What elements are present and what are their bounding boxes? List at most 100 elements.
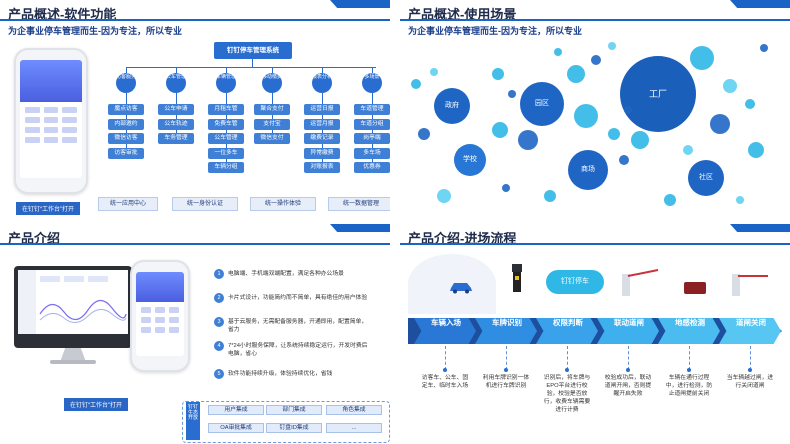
- panel-title: 产品概述-使用场景: [408, 7, 517, 22]
- title-underline: [400, 19, 790, 21]
- decor-bubble: [508, 90, 516, 98]
- title-underline: [400, 243, 790, 245]
- flow-step: 联动道闸: [597, 318, 659, 344]
- connector: [126, 67, 127, 73]
- function-item: 聚合支付: [254, 104, 290, 115]
- scenario-bubble: 商场: [568, 150, 608, 190]
- decor-bubble: [736, 196, 744, 204]
- function-item: 多车场: [354, 147, 390, 159]
- decor-bubble: [437, 189, 451, 203]
- integration-item: 角色集成: [326, 405, 382, 415]
- scenario-bubble: 社区: [688, 160, 724, 196]
- connector: [176, 93, 177, 143]
- integration-item: ...: [326, 423, 382, 433]
- feature-number: 4: [214, 341, 224, 351]
- feature-row: 4 7*24小时服务保障，让系统持续稳定运行，开发时费后电脑，省心: [214, 341, 368, 358]
- connector: [372, 93, 373, 171]
- flow-desc: 校验成功后，联动道闸开闸，否则提醒开启失败: [604, 375, 652, 397]
- decor-bubble: [710, 114, 730, 134]
- integration-item: OA审批集成: [208, 423, 264, 433]
- system-root-box: 钉钉停车管理系统: [214, 42, 292, 59]
- panel-title: 产品概述-软件功能: [8, 7, 117, 22]
- decor-bubble: [745, 99, 755, 109]
- function-item: 魔点访客: [108, 104, 144, 115]
- decor-bubble: [760, 44, 768, 52]
- decor-bubble: [664, 194, 676, 206]
- cloud-badge: 钉钉停车: [546, 270, 604, 294]
- function-item: 车辆分组: [208, 162, 244, 173]
- phone-caption: 在钉钉“工作台”打开: [64, 398, 128, 411]
- function-item: 车道分组: [354, 118, 390, 130]
- decor-bubble: [554, 48, 562, 56]
- decor-bubble: [518, 130, 538, 150]
- function-item: 缴费记录: [304, 133, 340, 144]
- function-item: 优惠券: [354, 162, 390, 173]
- connector: [226, 93, 227, 171]
- panel-subtitle: 为企事业停车管理而生-因为专注，所以专业: [8, 26, 182, 36]
- unified-item: 统一应用中心: [98, 197, 158, 211]
- desktop-monitor: [14, 266, 132, 364]
- flow-dot: [687, 368, 691, 372]
- phone-caption: 在钉钉“工作台”打开: [16, 202, 80, 215]
- corner-accent: [330, 0, 390, 8]
- decor-bubble: [492, 68, 504, 80]
- flow-dash: [567, 346, 568, 370]
- flow-step: 车辆入场: [414, 318, 476, 344]
- function-item: 对账报表: [304, 162, 340, 173]
- function-item: 微信支付: [254, 133, 290, 144]
- feature-number: 5: [214, 369, 224, 379]
- flow-desc: 当车辆越过闸，进行关闭道闸: [726, 375, 774, 389]
- category-circle: 移动缴费: [262, 73, 282, 93]
- flow-desc: 利用车牌识别一体机进行车牌识别: [482, 375, 530, 389]
- ground-sensor-icon: [684, 282, 706, 294]
- flow-desc: 识别后，将车牌与EPO平台进行校验，校验是否放行，收费车辆需要进行计费: [543, 375, 591, 413]
- flow-dash: [628, 346, 629, 370]
- decor-bubble: [502, 184, 510, 192]
- function-item: 运营月报: [304, 118, 340, 130]
- phone-mockup: [14, 48, 88, 194]
- function-item: 异常缴费: [304, 147, 340, 159]
- decor-bubble: [619, 155, 629, 165]
- function-item: 运营日报: [304, 104, 340, 115]
- flow-dot: [748, 368, 752, 372]
- camera-icon: [512, 264, 522, 292]
- feature-text: 软件功能持续升级，体验持续优化，省钱: [228, 371, 333, 377]
- feature-text: 卡片式设计，功能简约而不简单，具有绝佳的用户体验: [228, 295, 368, 301]
- feature-row: 5 软件功能持续升级，体验持续优化，省钱: [214, 369, 368, 379]
- panel-usage-scenarios: 产品概述-使用场景 为企事业停车管理而生-因为专注，所以专业 政府园区工厂学校商…: [400, 0, 790, 219]
- flow-dot: [626, 368, 630, 372]
- function-item: 一位多车: [208, 147, 244, 159]
- decor-bubble: [492, 122, 508, 138]
- panel-title: 产品介绍-进场流程: [408, 231, 517, 246]
- feature-number: 3: [214, 317, 224, 327]
- flow-step: 道闸关闭: [719, 318, 781, 344]
- flow-dash: [689, 346, 690, 370]
- decor-bubble: [411, 79, 421, 89]
- title-underline: [0, 243, 390, 245]
- decor-bubble: [723, 79, 737, 93]
- flow-step: 权限判断: [536, 318, 598, 344]
- function-item: 公车申请: [158, 104, 194, 115]
- integration-item: 用户集成: [208, 405, 264, 415]
- function-item: 公车轨迹: [158, 118, 194, 130]
- function-item: 岗亭端: [354, 133, 390, 144]
- integration-item: 钉盘ID集成: [266, 423, 322, 433]
- corner-accent: [730, 224, 790, 232]
- decor-bubble: [430, 68, 438, 76]
- unified-item: 统一身份认证: [172, 197, 238, 211]
- connector: [176, 67, 177, 73]
- connector: [372, 67, 373, 73]
- function-item: 公车管理: [208, 133, 244, 144]
- function-item: 车道管理: [354, 104, 390, 115]
- panel-title: 产品介绍: [8, 231, 61, 246]
- barrier-gate-icon: [622, 269, 659, 296]
- flow-dot: [504, 368, 508, 372]
- decor-bubble: [683, 145, 693, 155]
- feature-text: 7*24小时服务保障，让系统持续稳定运行，开发时费后电脑，省心: [228, 343, 368, 357]
- connector: [226, 67, 227, 73]
- function-item: 月租车管: [208, 104, 244, 115]
- car-icon: [450, 283, 472, 294]
- connector: [272, 93, 273, 143]
